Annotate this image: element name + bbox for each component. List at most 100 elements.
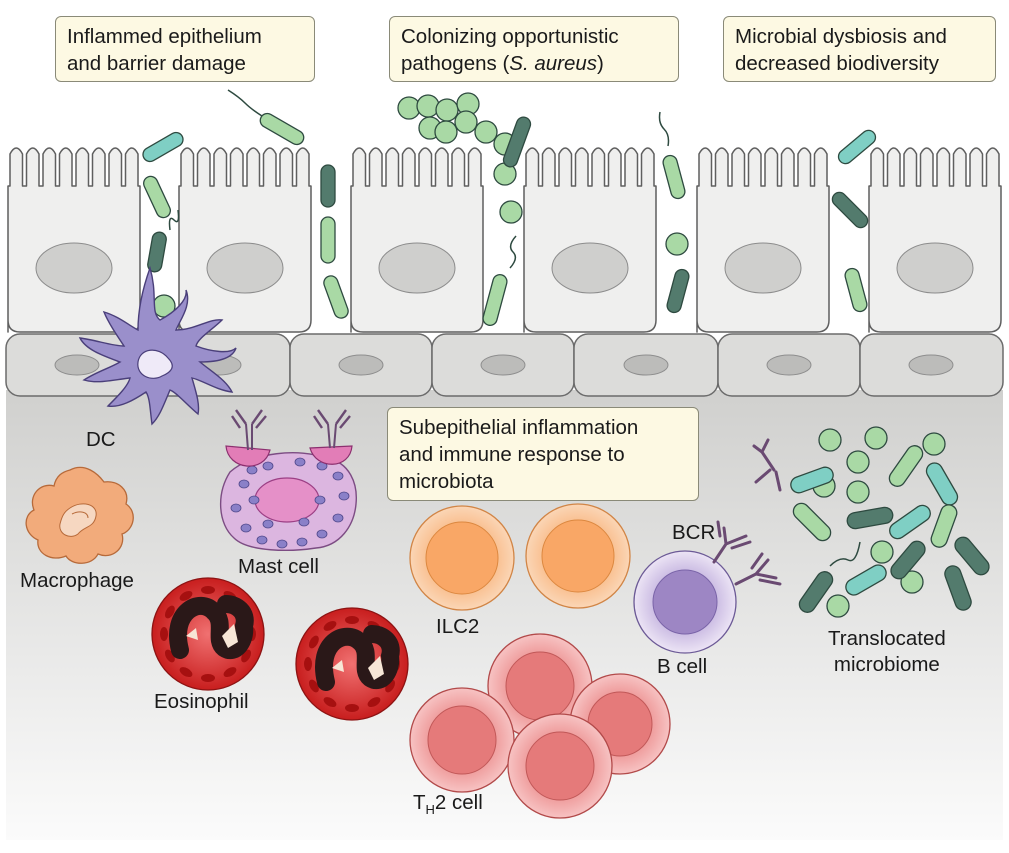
- label-translocated-line2: microbiome: [833, 653, 940, 676]
- mast-cell-granule: [248, 495, 260, 505]
- mast-cell: [219, 409, 357, 551]
- ilc2-cell: [409, 505, 515, 611]
- epithelial-cell-layer: [7, 147, 1002, 333]
- mast-cell-granule: [256, 535, 268, 545]
- epithelial-cell: [7, 147, 141, 333]
- callout-colonizing-pathogens: Colonizing opportunistic pathogens (S. a…: [389, 16, 679, 82]
- callout-subepithelial-line1: Subepithelial inflammation: [399, 416, 639, 439]
- label-dc: DC: [86, 428, 116, 451]
- mast-cell-granule: [262, 519, 274, 529]
- mast-cell-granule: [314, 495, 326, 505]
- bacterium-coccus-icon: [434, 120, 458, 144]
- bacterium-coccus-icon: [499, 200, 523, 224]
- mast-cell-granule: [338, 491, 350, 501]
- callout-dysbiosis-line2: decreased biodiversity: [735, 52, 939, 75]
- callout-pathogens-species: S. aureus: [509, 52, 598, 75]
- eosinophil-granule: [201, 674, 215, 682]
- label-th2-cell: TH2 cell: [413, 790, 483, 818]
- ilc2-cell: [525, 503, 631, 609]
- eosinophil-granule: [345, 616, 359, 624]
- bacterium-rod-icon: [831, 191, 869, 229]
- bacterium-rod-icon: [930, 504, 958, 548]
- label-b-cell: B cell: [657, 655, 708, 678]
- callout-subepithelial-line3: microbiota: [399, 470, 494, 493]
- bacterium-rod-icon: [482, 273, 508, 327]
- bacterium-rod-icon: [259, 112, 305, 146]
- eosinophil-granule: [323, 620, 337, 631]
- label-th2-subscript: H: [425, 802, 435, 817]
- callout-subepithelial-line2: and immune response to: [399, 443, 625, 466]
- bacterium-coccus-icon: [864, 426, 888, 450]
- bacterium-coccus-icon: [454, 110, 478, 134]
- macrophage: [25, 466, 134, 564]
- bacterium-rod-icon: [143, 175, 171, 219]
- eosinophil-granule: [201, 586, 215, 594]
- bacterium-coccus-icon: [826, 594, 850, 618]
- label-mast-cell: Mast cell: [238, 555, 319, 578]
- label-th2-rest: 2 cell: [434, 791, 483, 814]
- mast-cell-granule: [298, 517, 310, 527]
- eosinophil-granule: [160, 627, 168, 641]
- free-antibody-icon: [752, 438, 782, 492]
- bacterium-rod-icon: [792, 502, 832, 542]
- bacterium-rod-icon: [846, 506, 894, 530]
- eosinophil: [151, 577, 265, 691]
- callout-pathogens-line2-pre: pathogens (: [401, 52, 510, 75]
- callout-pathogens-line2: pathogens (S. aureus): [401, 50, 668, 77]
- dendritic-cell: [78, 265, 237, 426]
- eosinophil-granule: [304, 657, 312, 671]
- bacterium-rod-icon: [837, 129, 877, 165]
- bacterium-coccus-icon: [846, 480, 870, 504]
- mast-cell-granule: [246, 465, 258, 475]
- callout-epithelium-line2: and barrier damage: [67, 52, 246, 75]
- bacterium-coccus-icon: [900, 570, 924, 594]
- eosinophil-granule: [308, 635, 319, 649]
- bacterium-rod-icon: [890, 540, 926, 580]
- translocated-microbiome: [790, 426, 990, 618]
- mast-cell-granule: [262, 461, 274, 471]
- bacterium-coccus-icon: [818, 428, 842, 452]
- th2-cell-cluster: [409, 633, 671, 819]
- bacterium-rod-icon: [666, 268, 690, 314]
- bacterium-rod-icon: [844, 267, 868, 313]
- label-eosinophil: Eosinophil: [154, 690, 249, 713]
- epithelial-cell: [350, 147, 484, 333]
- bacterium-rod-icon: [790, 466, 834, 494]
- bacterium-coccus-icon: [416, 94, 440, 118]
- label-bcr: BCR: [672, 521, 716, 544]
- bacterium-rod-icon: [320, 216, 336, 264]
- mast-cell-granule: [332, 471, 344, 481]
- callout-pathogens-line1: Colonizing opportunistic: [401, 25, 619, 48]
- label-ilc2: ILC2: [436, 615, 480, 638]
- bacterium-rod-icon: [889, 504, 931, 540]
- label-macrophage: Macrophage: [20, 569, 134, 592]
- label-th2-T: T: [413, 791, 426, 814]
- flagellum-icon: [829, 541, 861, 567]
- eosinophil-granule: [308, 679, 319, 693]
- mast-cell-granule: [276, 539, 288, 549]
- mast-cell-granule: [316, 529, 328, 539]
- label-translocated-line1: Translocated: [828, 627, 946, 650]
- bacterium-rod-icon: [888, 445, 924, 487]
- flagellum-icon: [509, 235, 517, 269]
- eosinophil-granule: [323, 697, 337, 708]
- bcr-receptor-icon: [712, 520, 782, 586]
- eosinophil-granule: [179, 667, 193, 678]
- mast-cell-granule: [240, 523, 252, 533]
- bacterium-rod-icon: [954, 536, 990, 576]
- bacterium-rod-icon: [323, 275, 349, 319]
- bacteria-layer: [142, 89, 877, 327]
- bacterium-rod-icon: [944, 565, 972, 611]
- bacterium-coccus-icon: [474, 120, 498, 144]
- callout-dysbiosis-line1: Microbial dysbiosis and: [735, 25, 947, 48]
- flagellum-icon: [227, 89, 263, 117]
- bacterium-rod-icon: [662, 154, 686, 200]
- eosinophil-granule: [367, 697, 381, 708]
- bacterium-rod-icon: [845, 564, 887, 596]
- b-cell: [633, 520, 782, 654]
- bacterium-rod-icon: [147, 231, 167, 273]
- eosinophil-granule: [223, 667, 237, 678]
- bacterium-rod-icon: [320, 164, 336, 208]
- callout-epithelium-line1: Inflammed epithelium: [67, 25, 262, 48]
